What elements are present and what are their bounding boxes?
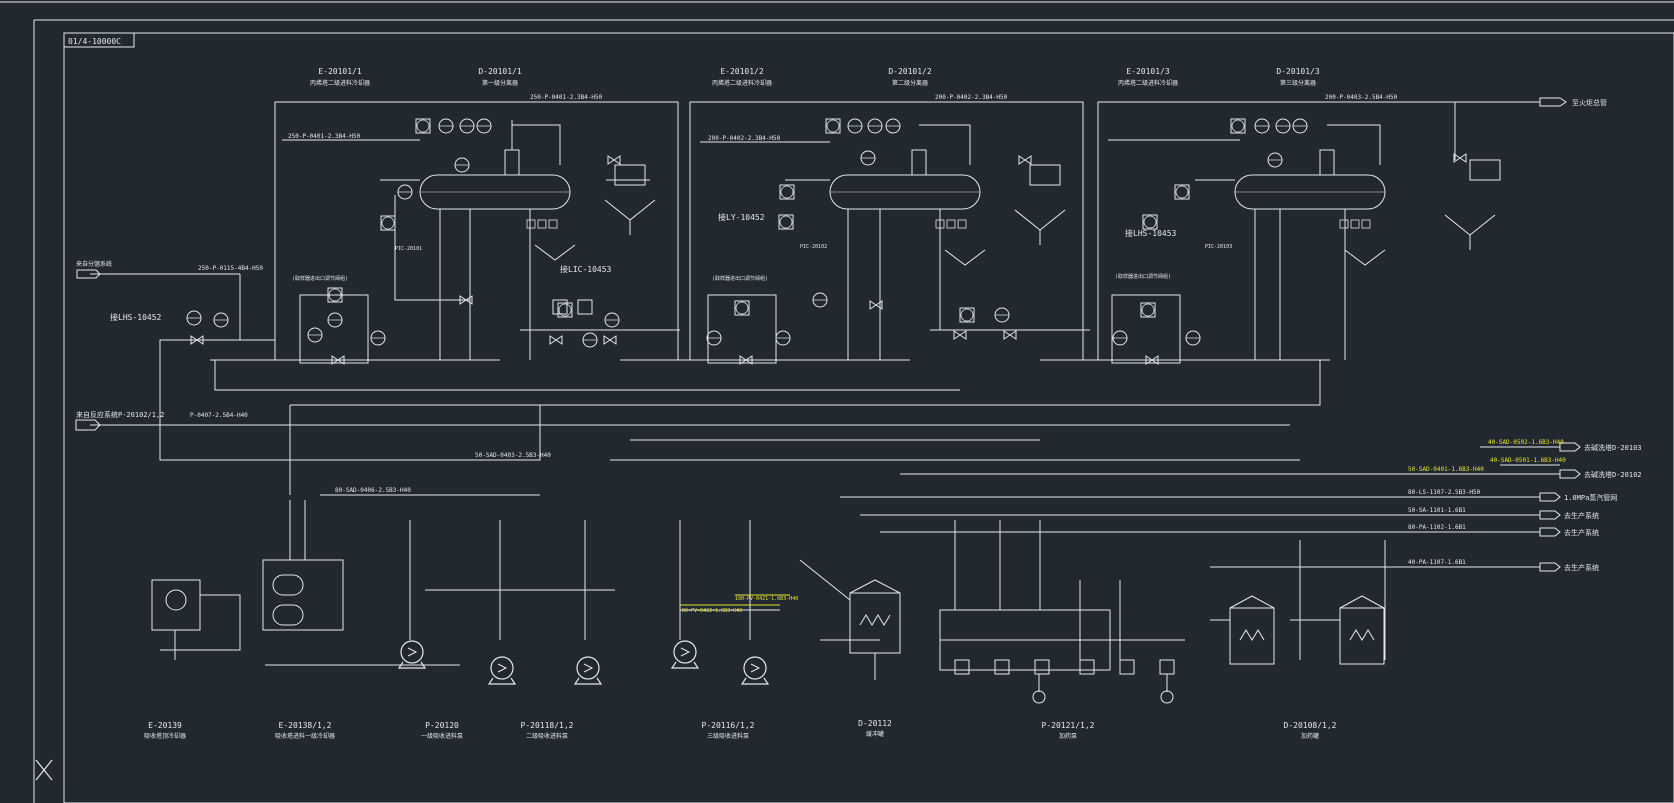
right-line-dest: 去碱洗塔D-20103 [1584, 443, 1642, 452]
inlet-return-lines [90, 273, 1321, 496]
right-line-dest: 去生产系统 [1564, 511, 1599, 520]
right-line-code: 40-SAD-0501-1.6B3-H40 [1490, 457, 1566, 464]
inlet-line: 250-P-0115-4B4-H50 [198, 265, 263, 272]
right-line-code: 80-LS-1107-2.5B3-H50 [1408, 489, 1481, 496]
sheet-tag: 01/4-10000C [63, 32, 135, 48]
equip-desc: 吸收塔进料一级冷却器 [275, 732, 335, 740]
equip-desc: 丙烯塔二级进料冷却器 [1118, 79, 1178, 87]
equip-tag: P-20120 [425, 721, 459, 730]
lic-label: 接LIC-10453 [560, 264, 612, 274]
bottom-equipment-labels: E-20139 吸收塔顶冷却器 E-20138/1,2 吸收塔进料一级冷却器 P… [144, 719, 1337, 740]
equip-desc: 缓冲罐 [866, 730, 884, 738]
sample-note: (取样器进出口调节阀组) [292, 275, 348, 282]
return-header-line: P-0407-2.5B4-H40 [190, 412, 248, 419]
inlet-note: 来自分馏系统 [76, 260, 112, 268]
equip-tag: E-20139 [148, 721, 182, 730]
line-label: 200-P-0402-2.3B4-H50 [935, 94, 1008, 101]
inlet-labels: 来自分馏系统 250-P-0115-4B4-H50 来自反应系统P-20102/… [75, 260, 551, 494]
equip-desc: 第二级分离器 [892, 79, 928, 87]
instruments [186, 118, 1467, 365]
top-header-labels: 250-P-0401-2.3B4-H50 200-P-0402-2.3B4-H5… [288, 94, 1398, 142]
pic-label: PIC-20101 [395, 246, 422, 252]
separator-unit-1 [210, 120, 680, 364]
equip-tag: E-20101/2 [720, 67, 764, 76]
line-label: 250-P-0401-2.3B4-H50 [530, 94, 603, 101]
right-destination-lines [840, 442, 1581, 572]
line-label: 250-P-0401-2.3B4-H50 [288, 133, 361, 140]
instrument-labels: 接LHS-10452 接LHS-10453 接LIC-10453 接LY-104… [110, 212, 1232, 322]
pic-label: PIC-20103 [1205, 244, 1232, 250]
lhs-label: 接LHS-10453 [1125, 228, 1177, 238]
equip-desc: 三级吸收进料泵 [707, 732, 749, 740]
equip-desc: 吸收塔顶冷却器 [144, 732, 186, 740]
right-line-code: 50-SA-1101-1.6B1 [1408, 507, 1466, 514]
right-line-dest: 1.0MPa蒸汽管网 [1564, 493, 1617, 502]
yellow-lines [680, 594, 790, 606]
line-label: 200-P-0403-2.5B4-H50 [1325, 94, 1398, 101]
equip-tag: E-20138/1,2 [279, 721, 332, 730]
yellow-line-labels: 80-PV-0422-1.6B3-H40 100-PV-0421-1.6B3-H… [682, 596, 798, 614]
right-line-code: 40-SAD-0502-1.6B3-H40 [1488, 439, 1564, 446]
mid-line-label: 80-SAD-0406-2.5B3-H40 [335, 487, 411, 494]
equip-desc: 丙烯塔二级进料冷却器 [712, 79, 772, 87]
equip-tag: D-20101/1 [478, 67, 522, 76]
sheet-tag-text: 01/4-10000C [68, 37, 121, 46]
equip-tag: D-20108/1,2 [1284, 721, 1337, 730]
equip-desc: 第三级分离器 [1280, 79, 1316, 87]
return-header-label: 来自反应系统P-20102/1,2 [76, 410, 164, 419]
sample-note: (取样器进出口调节阀组) [1115, 273, 1171, 280]
right-line-dest: 去生产系统 [1564, 528, 1599, 537]
equip-desc: 二级吸收进料泵 [526, 732, 568, 740]
separator-unit-3 [1040, 124, 1501, 364]
equip-tag: E-20101/3 [1126, 67, 1170, 76]
equip-tag: D-20112 [858, 719, 892, 728]
equip-desc: 加药泵 [1059, 732, 1077, 740]
right-line-code: 40-PA-1107-1.6B1 [1408, 559, 1466, 566]
right-line-code: 80-PA-1102-1.6B1 [1408, 524, 1466, 531]
equip-desc: 第一级分离器 [482, 79, 518, 87]
sample-note: (取样器进出口调节阀组) [712, 275, 768, 282]
equip-tag: P-20121/1,2 [1042, 721, 1095, 730]
top-equipment-labels: E-20101/1 丙烯塔二级进料冷却器 D-20101/1 第一级分离器 E-… [310, 67, 1320, 87]
pic-label: PIC-20102 [800, 244, 827, 250]
line-label: 200-P-0402-2.3B4-H50 [708, 135, 781, 142]
equip-tag: D-20101/2 [888, 67, 932, 76]
pumps [398, 640, 769, 685]
lhs-label: 接LHS-10452 [110, 312, 162, 322]
equip-tag: P-20118/1,2 [521, 721, 574, 730]
equip-desc: 一级吸收进料泵 [421, 732, 463, 740]
ly-label: 接LY-10452 [718, 212, 765, 222]
equip-desc: 加药罐 [1301, 732, 1319, 740]
top-headers [274, 101, 1540, 360]
equip-tag: D-20101/3 [1276, 67, 1320, 76]
equip-tag: E-20101/1 [318, 67, 362, 76]
flare-destination: 至火炬总管 [1539, 97, 1607, 107]
mid-line-label: 50-SAD-0403-2.5B3-H40 [475, 452, 551, 459]
equip-desc: 丙烯塔二级进料冷却器 [310, 79, 370, 87]
right-line-dest: 去生产系统 [1564, 563, 1599, 572]
bottom-equipment-symbols [151, 500, 1386, 704]
yellow-line-label: 80-PV-0422-1.6B3-H40 [682, 608, 742, 614]
right-line-code: 50-SAD-0401-1.6B3-H40 [1408, 466, 1484, 473]
right-line-dest: 去碱洗塔D-20102 [1584, 470, 1642, 479]
yellow-line-label: 100-PV-0421-1.6B3-H40 [735, 596, 798, 602]
flare-dest-label: 至火炬总管 [1572, 98, 1607, 107]
equip-tag: P-20116/1,2 [702, 721, 755, 730]
right-line-labels: 40-SAD-0502-1.6B3-H40 去碱洗塔D-20103 50-SAD… [1408, 439, 1642, 572]
